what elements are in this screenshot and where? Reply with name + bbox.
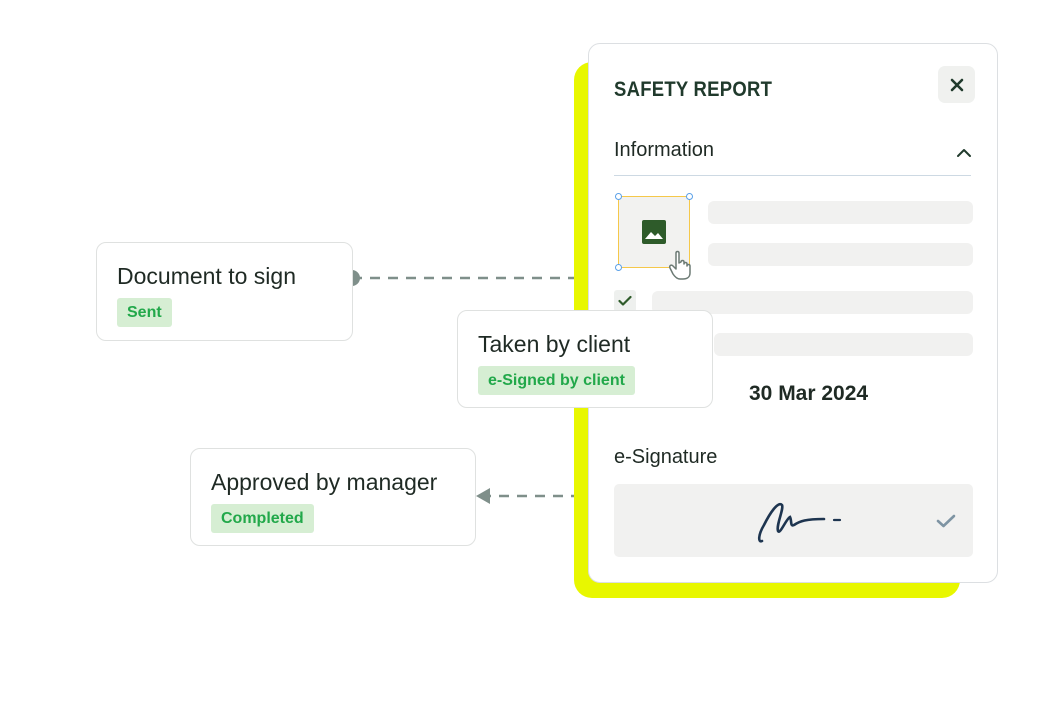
check-icon [618,295,632,306]
signature-icon [757,502,842,543]
resize-handle[interactable] [615,264,622,271]
workflow-step-approved-by-manager[interactable]: Approved by manager Completed [190,448,476,546]
safety-report-panel: SAFETY REPORT Information 30 Mar 2024 e-… [588,43,998,583]
workflow-step-document-to-sign[interactable]: Document to sign Sent [96,242,353,341]
step-title: Approved by manager [211,469,438,495]
signature-field[interactable] [614,484,973,557]
esignature-label: e-Signature [614,446,718,468]
resize-handle[interactable] [615,193,622,200]
date-value: 30 Mar 2024 [749,382,869,405]
status-badge: e-Signed by client [478,366,635,395]
close-icon [950,78,963,91]
check-icon [936,514,956,528]
step-title: Document to sign [117,263,296,289]
section-title-information: Information [614,139,715,161]
placeholder-line [714,333,973,356]
checkbox[interactable] [614,290,636,312]
status-badge: Sent [117,298,172,327]
chevron-up-icon[interactable] [955,144,973,162]
resize-handle[interactable] [686,193,693,200]
close-button[interactable] [938,66,975,103]
placeholder-line [708,243,973,266]
image-icon [642,220,666,244]
placeholder-line [708,201,973,224]
workflow-step-taken-by-client[interactable]: Taken by client e-Signed by client [457,310,713,408]
hand-pointer-icon [669,250,691,280]
section-divider [614,175,971,176]
step-title: Taken by client [478,331,631,357]
panel-title: SAFETY REPORT [614,78,773,101]
status-badge: Completed [211,504,314,533]
placeholder-line [652,291,973,314]
